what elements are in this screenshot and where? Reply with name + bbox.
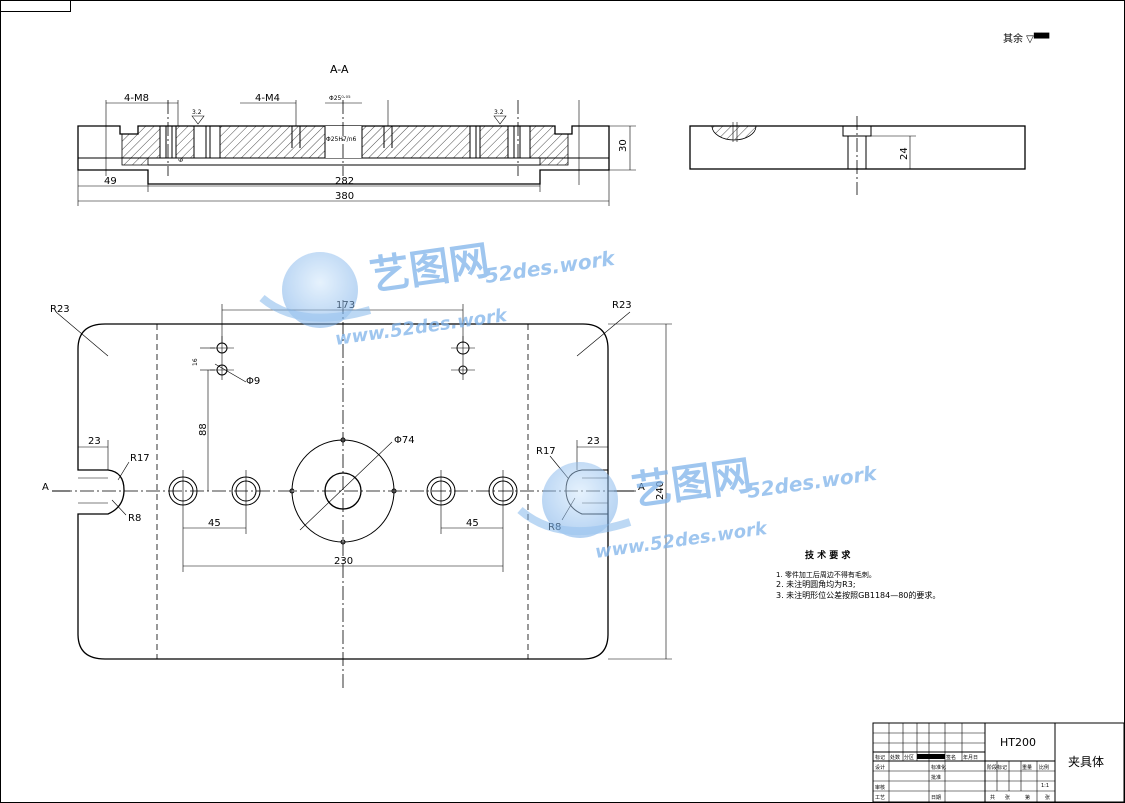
tb-weight: 重量 <box>1022 764 1032 771</box>
dim-30: 30 <box>618 139 629 152</box>
dim-45-left: 45 <box>208 518 221 529</box>
dim-24: 24 <box>899 147 910 160</box>
tb-nth: 第 <box>1025 794 1030 801</box>
dim-240: 240 <box>655 481 666 500</box>
plan-outline <box>77 323 609 660</box>
bolt-circle-74 <box>291 439 395 543</box>
watermark-domain-2: 52des.work <box>745 461 879 503</box>
material: HT200 <box>1000 736 1036 749</box>
tech-requirements: 技 术 要 求 1. 零件加工后周边不得有毛刺。 2. 未注明圆角均为R3; 3… <box>776 549 940 600</box>
dim-23-right: 23 <box>587 436 600 447</box>
tb-approve: 批准 <box>931 774 941 781</box>
r17-left: R17 <box>130 453 150 464</box>
r17-right: R17 <box>536 446 556 457</box>
thread-label-m8: 4-M8 <box>124 93 149 104</box>
roughness-right: 3.2 <box>494 109 504 116</box>
title-block: HT200 夹具体 标记 处数 分区 签名 年月日 设计 审核 工艺 标准化 批… <box>872 722 1125 803</box>
part-name: 夹具体 <box>1068 755 1104 769</box>
dim-6: 6 <box>178 158 185 162</box>
section-mark-left: A <box>42 482 49 493</box>
hatch-inner-left <box>175 125 195 159</box>
section-mark-right: A <box>638 482 645 493</box>
tb-count: 处数 <box>890 754 900 761</box>
watermark-domain-1: 52des.work <box>483 246 617 288</box>
tech-heading: 技 术 要 求 <box>805 549 851 561</box>
tb-review: 审核 <box>875 784 885 791</box>
dim-23-left: 23 <box>88 436 101 447</box>
dim-phi9: Φ9 <box>246 376 260 387</box>
hatch-inner-right <box>479 125 509 159</box>
tb-scale-label: 比例 <box>1039 764 1049 771</box>
hatch-right <box>529 125 569 166</box>
tb-design: 设计 <box>875 764 885 771</box>
tb-standard: 标准化 <box>931 764 946 771</box>
dim-45-right: 45 <box>466 518 479 529</box>
bore-dim-mid: Φ25H7/n6 <box>326 136 357 143</box>
tb-zone: 分区 <box>904 754 914 761</box>
tb-date-2: 日期 <box>931 795 941 801</box>
tb-scale: 1:1 <box>1041 783 1049 789</box>
tb-sheet-2: 张 <box>1045 794 1050 801</box>
thread-label-m4: 4-M4 <box>255 93 280 104</box>
watermark-1: 艺图网 52des.work www.52des.work <box>259 238 618 350</box>
tech-item-2: 2. 未注明圆角均为R3; <box>776 579 856 589</box>
watermark-brand-1: 艺图网 <box>367 238 492 300</box>
watermark-brand-2: 艺图网 <box>629 453 754 515</box>
hatch-left <box>121 125 161 166</box>
r23-right: R23 <box>612 300 632 311</box>
tb-sign: 签名 <box>946 754 956 761</box>
roughness-note: 其余 ▽▀▀ <box>1003 32 1050 45</box>
roughness-left: 3.2 <box>192 109 202 116</box>
tb-mark: 标记 <box>875 754 885 761</box>
section-title: A-A <box>330 63 349 76</box>
r23-left: R23 <box>50 304 70 315</box>
watermark-2: 艺图网 52des.work www.52des.work <box>517 453 880 563</box>
dim-49: 49 <box>104 176 117 187</box>
dim-380: 380 <box>335 191 354 202</box>
dim-230: 230 <box>334 556 353 567</box>
tb-date: 年月日 <box>963 754 978 761</box>
tb-process: 工艺 <box>875 795 885 801</box>
dim-282: 282 <box>335 176 354 187</box>
tb-sheet-1: 张 <box>1005 794 1010 801</box>
corner-label-box <box>0 0 71 12</box>
r8-left: R8 <box>128 513 141 524</box>
dim-phi74: Φ74 <box>394 435 415 446</box>
side-view: 24 <box>689 116 1026 195</box>
dim-88: 88 <box>198 423 209 436</box>
tb-stage: 阶段标记 <box>987 764 1007 771</box>
section-view-a-a: A-A <box>77 63 636 206</box>
bore-dim-top: Φ25⁰·⁰⁵ <box>329 95 351 102</box>
tech-item-1: 1. 零件加工后周边不得有毛刺。 <box>776 570 876 579</box>
dim-16: 16 <box>192 358 199 366</box>
tb-total: 共 <box>990 794 995 801</box>
tech-item-3: 3. 未注明形位公差按照GB1184—80的要求。 <box>776 590 940 600</box>
